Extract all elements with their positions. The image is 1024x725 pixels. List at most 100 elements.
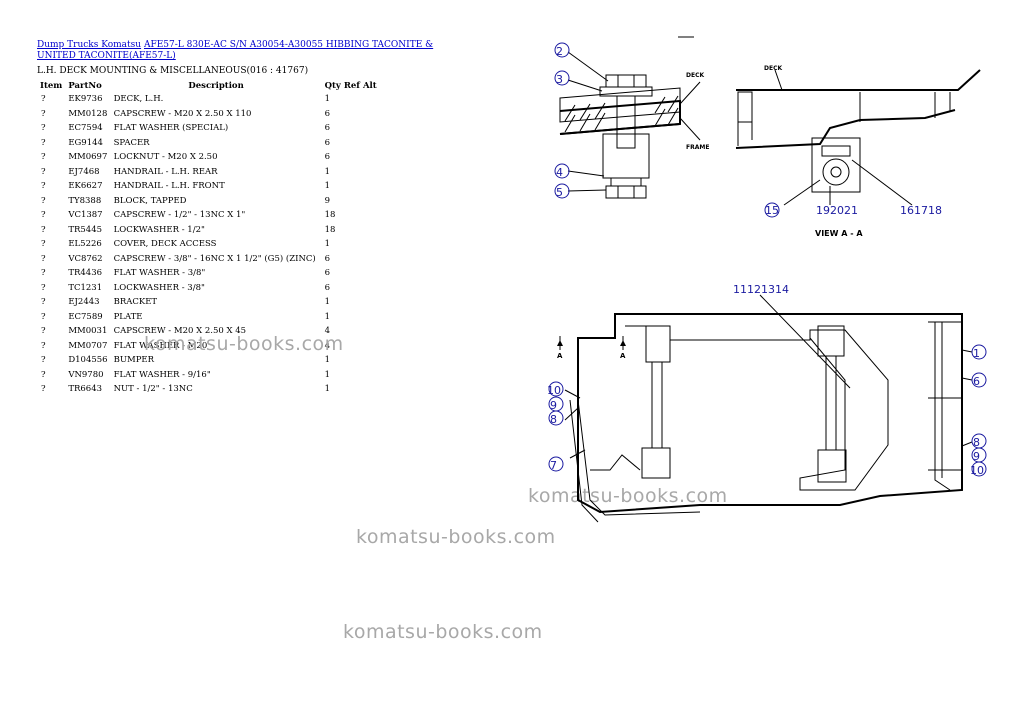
cell-desc: FLAT WASHER - 3/8" bbox=[113, 268, 206, 279]
deck-plan-detail: A A bbox=[557, 294, 973, 523]
cell-item: ? bbox=[41, 239, 46, 250]
cell-item: ? bbox=[41, 282, 46, 293]
cell-part: EJ2443 bbox=[68, 297, 100, 308]
table-header-row: Item PartNo Description Qty Ref Alt bbox=[37, 79, 380, 92]
header-qty-ref-alt: Qty Ref Alt bbox=[322, 79, 380, 92]
callout-5: 5 bbox=[556, 186, 563, 199]
cell-qty: 18 bbox=[324, 210, 336, 221]
cell-desc: BLOCK, TAPPED bbox=[113, 195, 187, 206]
cell-desc: COVER, DECK ACCESS bbox=[113, 239, 217, 250]
breadcrumb-model-link[interactable]: AFE57-L 830E-AC S/N A30054-A30055 HIBBIN… bbox=[37, 40, 434, 61]
cell-desc: FLAT WASHER (SPECIAL) bbox=[113, 123, 229, 134]
cell-item: ? bbox=[41, 384, 46, 395]
table-row: ? D104556 BUMPER 1 bbox=[37, 353, 380, 368]
cell-qty: 6 bbox=[324, 137, 330, 148]
cell-part: MM0697 bbox=[68, 152, 108, 163]
cell-qty: 1 bbox=[324, 239, 330, 250]
breadcrumb: Dump Trucks Komatsu AFE57-L 830E-AC S/N … bbox=[37, 40, 467, 62]
cell-part: EK9736 bbox=[68, 94, 103, 105]
cell-part: VC8762 bbox=[68, 253, 103, 264]
cell-desc: LOCKWASHER - 1/2" bbox=[113, 224, 205, 235]
header-ref: Ref bbox=[343, 80, 360, 91]
section-marker-left: A bbox=[557, 352, 563, 360]
frame-label: FRAME bbox=[686, 144, 709, 151]
callout-9-left: 9 bbox=[550, 399, 557, 412]
cell-part: EC7594 bbox=[68, 123, 103, 134]
callout-15: 15 bbox=[765, 204, 779, 217]
cell-desc: BRACKET bbox=[113, 297, 158, 308]
cell-desc: HANDRAIL - L.H. FRONT bbox=[113, 181, 225, 192]
cell-desc: BUMPER bbox=[113, 355, 155, 366]
cell-qty: 1 bbox=[324, 355, 330, 366]
cell-part: D104556 bbox=[68, 355, 108, 366]
cell-qty: 9 bbox=[324, 195, 330, 206]
cell-part: TY8388 bbox=[68, 195, 102, 206]
cell-desc: SPACER bbox=[113, 137, 150, 148]
cell-item: ? bbox=[41, 224, 46, 235]
cell-item: ? bbox=[41, 210, 46, 221]
cell-desc: CAPSCREW - M20 X 2.50 X 110 bbox=[113, 108, 252, 119]
cell-desc: NUT - 1/2" - 13NC bbox=[113, 384, 193, 395]
cell-qty: 6 bbox=[324, 108, 330, 119]
cell-part: EC7589 bbox=[68, 311, 103, 322]
header-alt: Alt bbox=[362, 80, 377, 91]
view-a-a-detail: DECK VIEW A - A bbox=[735, 65, 981, 238]
parts-table: Item PartNo Description Qty Ref Alt ? EK9… bbox=[37, 79, 380, 397]
cell-qty: 1 bbox=[324, 297, 330, 308]
cell-part: VC1387 bbox=[68, 210, 103, 221]
cell-item: ? bbox=[41, 340, 46, 351]
section-marker-right: A bbox=[620, 352, 626, 360]
cell-item: ? bbox=[41, 108, 46, 119]
cell-qty: 1 bbox=[324, 384, 330, 395]
cell-item: ? bbox=[41, 268, 46, 279]
deck-label: DECK bbox=[686, 72, 704, 79]
cell-qty: 6 bbox=[324, 268, 330, 279]
cell-qty: 1 bbox=[324, 311, 330, 322]
cell-item: ? bbox=[41, 355, 46, 366]
table-row: ? EL5226 COVER, DECK ACCESS 1 bbox=[37, 237, 380, 252]
callout-11-12-13-14: 11121314 bbox=[733, 283, 789, 296]
watermark-4: komatsu-books.com bbox=[343, 621, 543, 643]
callout-10-left: 10 bbox=[547, 384, 561, 397]
callout-7: 7 bbox=[550, 459, 557, 472]
cell-item: ? bbox=[41, 369, 46, 380]
callout-8-right: 8 bbox=[973, 436, 980, 449]
cell-part: EL5226 bbox=[68, 239, 102, 250]
callout-3: 3 bbox=[556, 73, 563, 86]
cell-desc: DECK, L.H. bbox=[113, 94, 164, 105]
cell-qty: 4 bbox=[324, 326, 330, 337]
cell-qty: 6 bbox=[324, 282, 330, 293]
callout-6: 6 bbox=[973, 375, 980, 388]
watermark-3: komatsu-books.com bbox=[356, 526, 556, 548]
cell-part: VN9780 bbox=[68, 369, 104, 380]
cell-qty: 1 bbox=[324, 369, 330, 380]
cell-qty: 1 bbox=[324, 181, 330, 192]
bolt-detail: DECK FRAME bbox=[559, 36, 709, 199]
cell-desc: CAPSCREW - 3/8" - 16NC X 1 1/2" (G5) (ZI… bbox=[113, 253, 316, 264]
cell-qty: 18 bbox=[324, 224, 336, 235]
breadcrumb-root-link[interactable]: Dump Trucks Komatsu bbox=[37, 40, 142, 50]
cell-item: ? bbox=[41, 253, 46, 264]
cell-item: ? bbox=[41, 137, 46, 148]
header-item: Item bbox=[40, 80, 63, 91]
cell-item: ? bbox=[41, 123, 46, 134]
cell-item: ? bbox=[41, 195, 46, 206]
cell-part: EK6627 bbox=[68, 181, 103, 192]
callout-1: 1 bbox=[973, 347, 980, 360]
cell-qty: 6 bbox=[324, 253, 330, 264]
cell-item: ? bbox=[41, 94, 46, 105]
cell-part: TC1231 bbox=[68, 282, 103, 293]
